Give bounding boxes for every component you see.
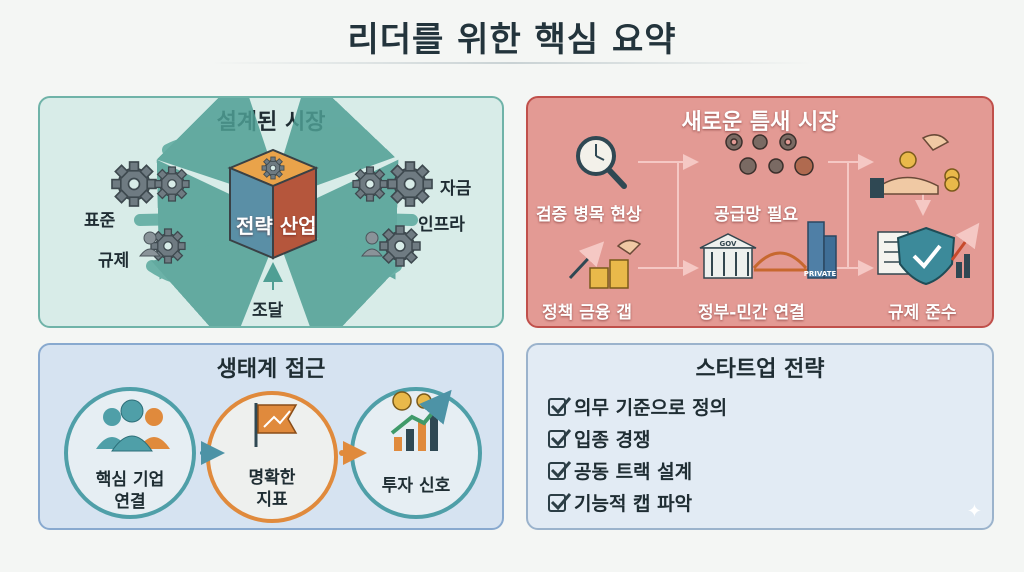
gear-icon (150, 228, 186, 264)
flag-icon (254, 403, 298, 447)
niche-label-supply-chain: 공급망 필요 (714, 205, 799, 225)
gear-icon (386, 160, 434, 208)
input-label-standard: 표준 (84, 211, 116, 231)
private-label: PRIVATE (804, 270, 837, 278)
curved-arrows (134, 98, 418, 326)
shield-checklist-icon (877, 222, 980, 286)
niche-market-panel: 새로운 틈새 시장 (526, 96, 994, 328)
step-label-core: 핵심 기업 연결 (95, 470, 165, 512)
checklist-item: 기능적 캡 파악 (548, 489, 692, 516)
ecosystem-panel: 생태계 접근 (38, 343, 504, 530)
step-circle-investment (350, 387, 482, 519)
niche-label-gov-private: 정부-민간 연결 (698, 303, 805, 323)
strategy-cube-icon (227, 148, 319, 260)
input-label-funding: 자금 (440, 179, 472, 199)
sparkle-icon: ✦ (966, 501, 982, 522)
hand-coin-icon (870, 134, 960, 198)
supply-chain-gears-icon (725, 133, 814, 176)
flow-arrows (638, 154, 931, 276)
checklist-item: 공동 트랙 설계 (548, 457, 692, 484)
input-label-regulation: 규제 (98, 251, 130, 271)
startup-panel: 스타트업 전략 의무 기준으로 정의 입종 경쟁 공동 트랙 설계 기능적 캡 … (526, 343, 994, 530)
niche-label-validation: 검증 병목 현상 (536, 205, 642, 225)
checkbox-checked-icon (548, 397, 572, 416)
magnifier-clock-icon (576, 136, 627, 189)
gear-icon (110, 160, 158, 208)
people-icon (96, 399, 170, 452)
checkbox-checked-icon (548, 461, 572, 480)
gear-icon (154, 166, 190, 202)
checklist-item: 입종 경쟁 (548, 425, 651, 452)
gov-label: GOV (720, 240, 738, 248)
gear-icon (352, 166, 388, 202)
niche-label-compliance: 규제 준수 (888, 303, 957, 323)
growth-chart-icon (390, 389, 452, 451)
input-label-infrastructure: 인프라 (418, 215, 465, 235)
step-label-metrics: 명확한 지표 (248, 468, 296, 510)
ecosystem-diagram (64, 387, 482, 523)
designed-market-diagram (110, 98, 434, 326)
ecosystem-title: 생태계 접근 (216, 357, 326, 382)
title-divider (210, 62, 814, 64)
checkbox-checked-icon (548, 493, 572, 512)
gov-bridge-icon (699, 221, 837, 279)
designed-market-panel: 설계된 시장 (38, 96, 504, 328)
startup-title: 스타트업 전략 (695, 357, 825, 382)
gear-icon (379, 225, 421, 267)
niche-market-title: 새로운 틈새 시장 (681, 110, 839, 135)
niche-market-diagram: GOV PRIVATE (568, 133, 980, 289)
input-label-procurement: 조달 (252, 301, 284, 321)
checklist-item: 의무 기준으로 정의 (548, 393, 727, 420)
coins-chart-icon (568, 239, 642, 289)
step-label-investment: 투자 신호 (381, 476, 451, 496)
center-label: 전략 산업 (236, 214, 317, 238)
niche-label-policy-finance: 정책 금융 갭 (542, 303, 633, 323)
person-icon (139, 231, 383, 257)
page-title: 리더를 위한 핵심 요약 (347, 20, 677, 60)
checkbox-checked-icon (548, 429, 572, 448)
